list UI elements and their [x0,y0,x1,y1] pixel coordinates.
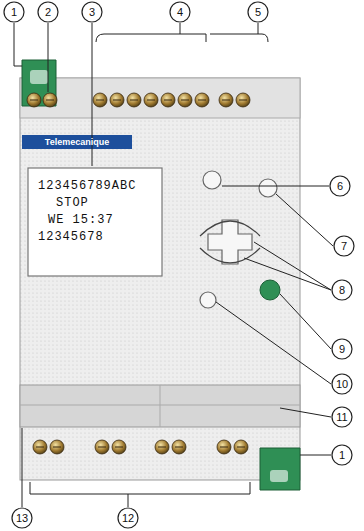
callout-number: 3 [81,5,103,19]
lcd-text: STOP [38,195,154,212]
lcd-frame [28,168,162,276]
lcd-screen: 123456789ABCSTOPWE 15:3712345678 [30,172,160,272]
housing [20,78,300,480]
callout-number: 12 [117,511,139,525]
lcd-text: WE 15:37 [38,212,154,229]
callout-number: 6 [329,179,351,193]
callout-number: 1 [3,5,25,19]
callout-number: 9 [331,342,353,356]
ok-button [260,280,280,300]
callout-number: 13 [11,511,33,525]
lower-band [20,385,300,427]
callout-circles [4,2,354,528]
callout-number: 4 [169,5,191,19]
callout-number: 8 [331,283,353,297]
bottom-terminals [33,440,248,454]
callout-number: 5 [247,5,269,19]
callout-number: 7 [333,239,355,253]
callout-number: 2 [37,5,59,19]
callout-number: 11 [331,410,353,424]
leader-lines [14,23,333,507]
callout-number: 10 [331,377,353,391]
brand-band [22,135,132,149]
callout-number: 1 [331,448,353,462]
lcd-text: 12345678 [38,229,154,246]
brand-name: Telemecanique [45,136,109,148]
lcd-text: 123456789ABC [38,178,154,195]
top-terminals [27,93,250,107]
